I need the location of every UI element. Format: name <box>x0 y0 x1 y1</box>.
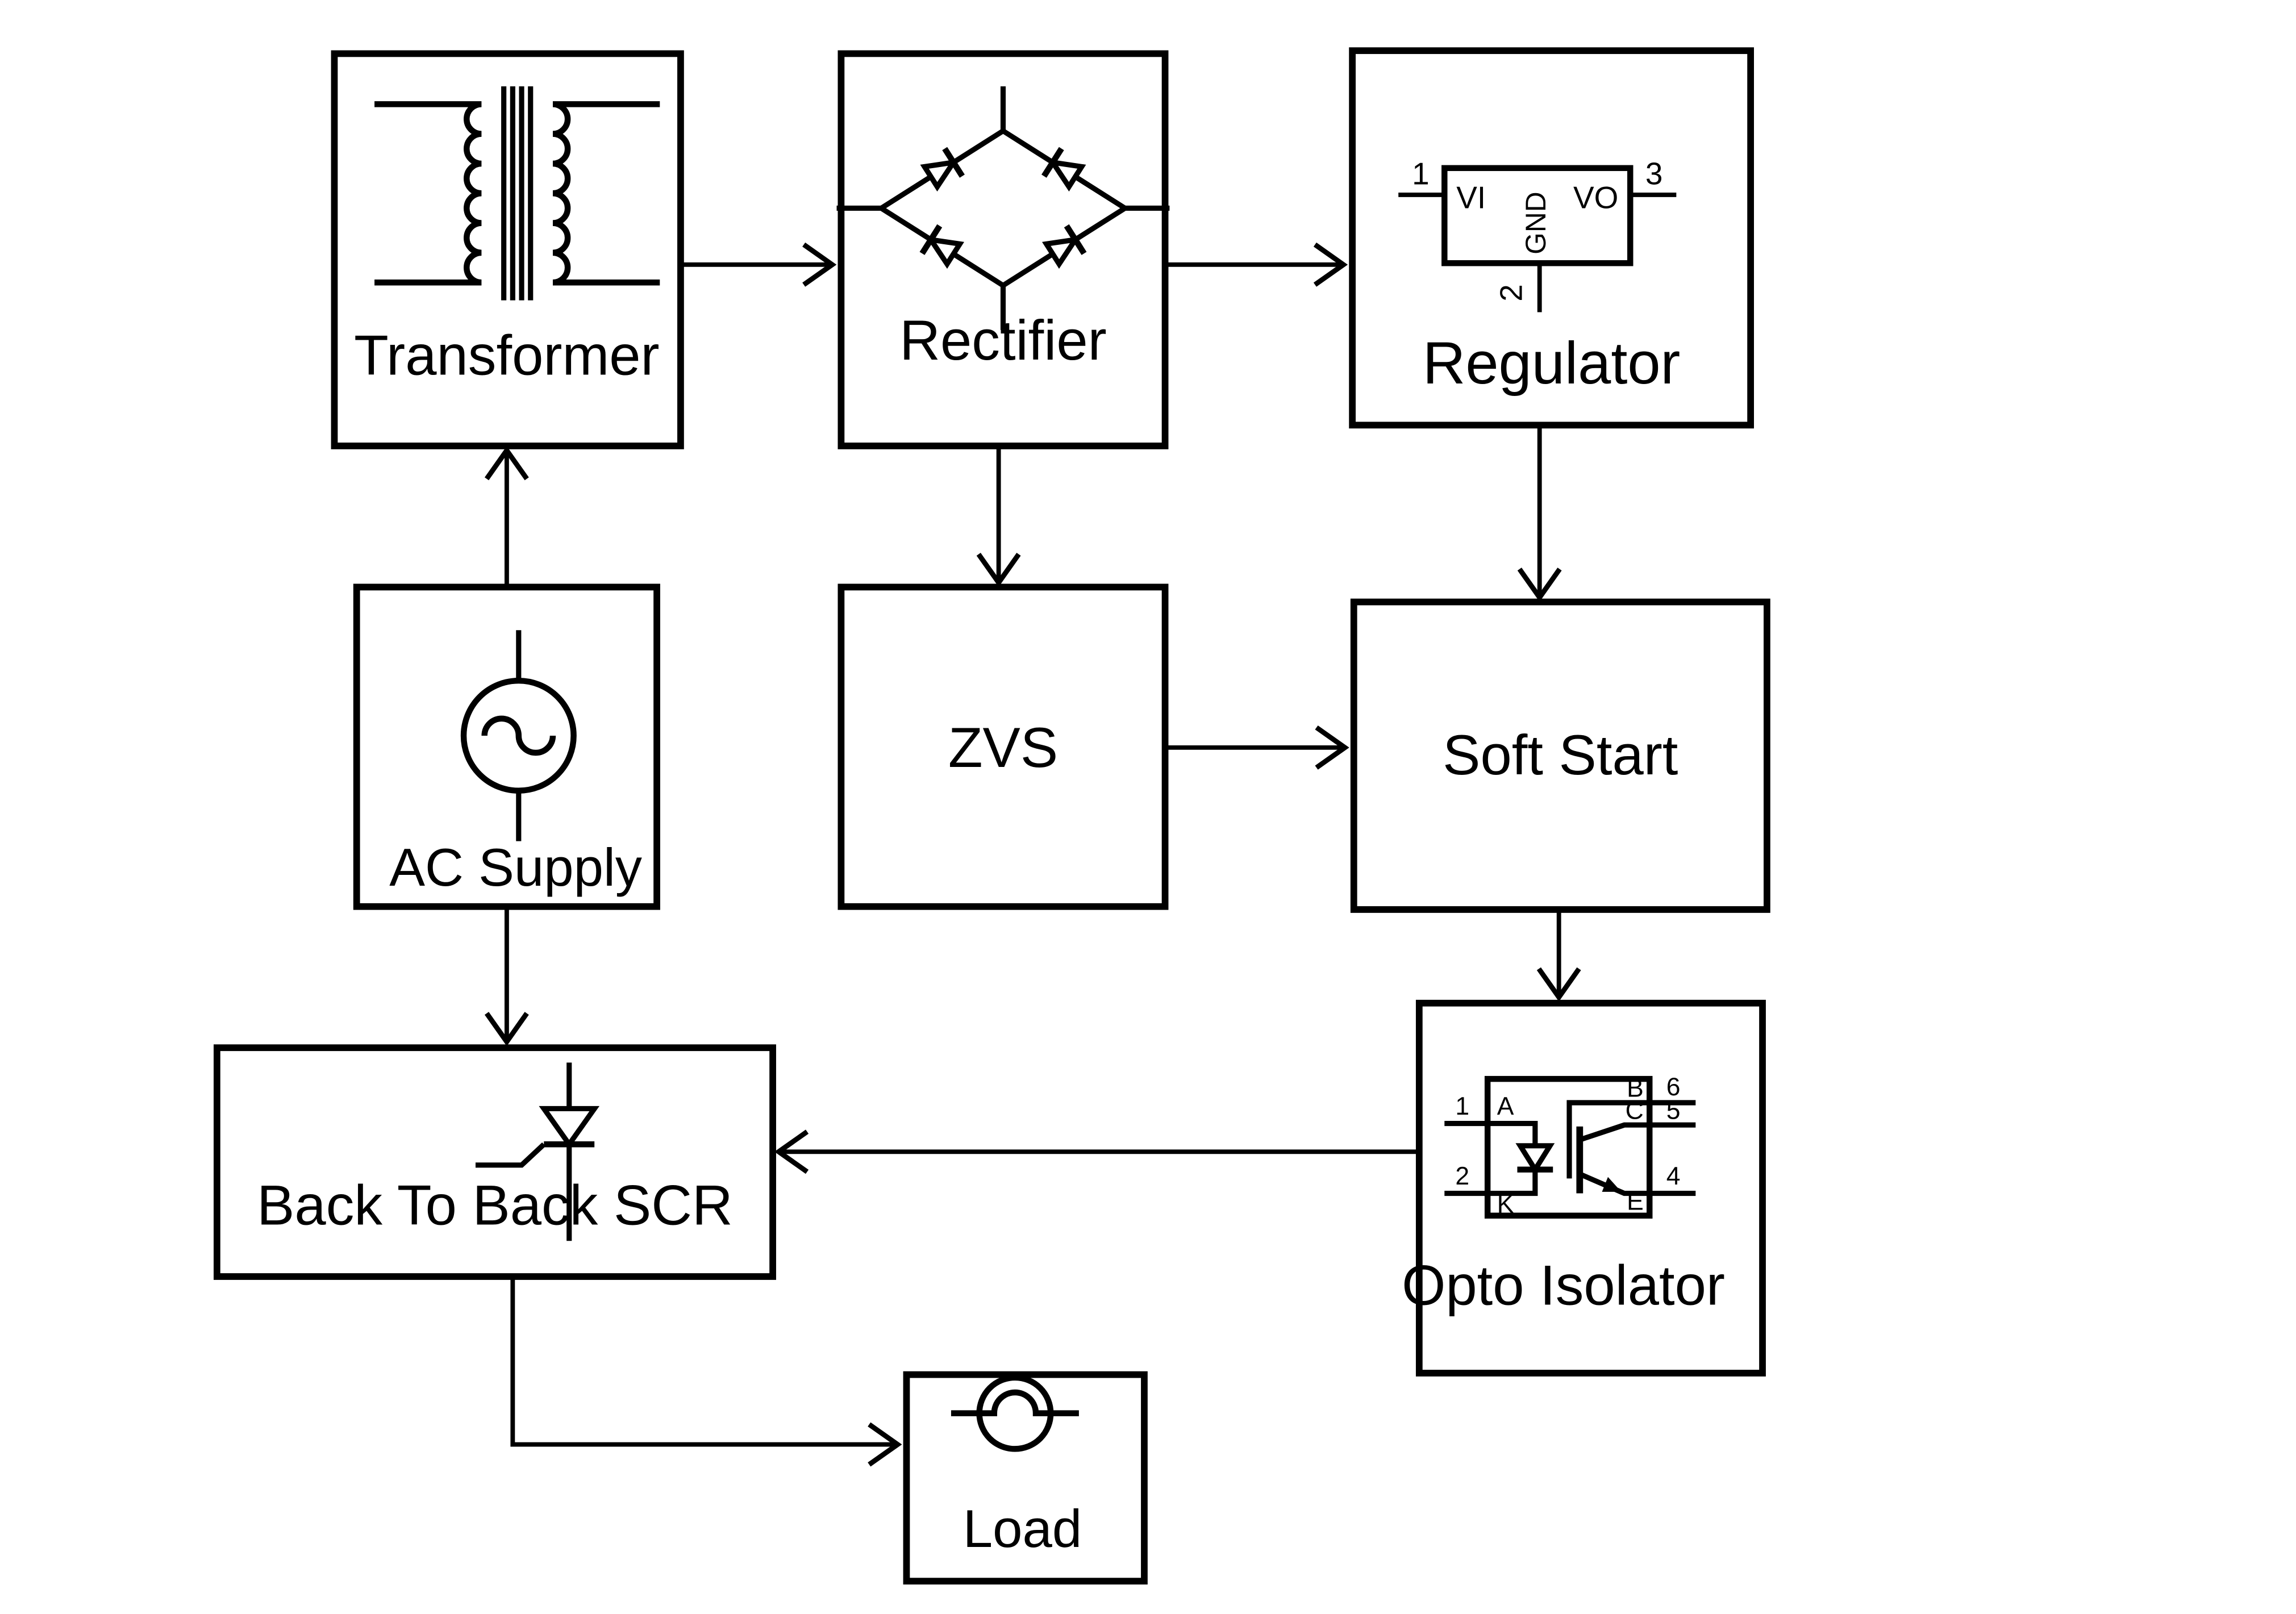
regulator-ic-icon: 1 3 2 VI VO GND <box>1398 156 1677 312</box>
opto-pin6-number: 6 <box>1666 1073 1681 1101</box>
load-block: Load <box>903 1371 1148 1585</box>
opto-cathode-label: K <box>1497 1191 1514 1219</box>
opto-anode-label: A <box>1497 1092 1514 1120</box>
opto-isolator-box <box>1415 999 1766 1377</box>
transformer-primary-coil <box>374 101 482 286</box>
opto-pin4-number: 4 <box>1666 1162 1681 1190</box>
zvs-block: ZVS <box>837 583 1169 910</box>
transformer-label: Transformer <box>354 324 659 387</box>
opto-base-label: B <box>1627 1075 1644 1103</box>
thyristor-triangle <box>539 1106 600 1149</box>
regulator-pin-leads <box>1398 192 1677 312</box>
rectifier-block: Rectifier <box>836 50 1170 449</box>
lamp-icon <box>951 1374 1079 1452</box>
opto-isolator-block: 1 2 A K B C E 6 5 4 Opto Isolator <box>1402 999 1766 1377</box>
back-to-back-scr-block: Back To Back SCR <box>213 1044 776 1280</box>
transformer-box <box>331 50 684 449</box>
ac-sine-wave <box>481 715 556 756</box>
bridge-diode-bottom-left <box>919 224 964 269</box>
opto-collector-label: C <box>1626 1097 1644 1125</box>
bridge-diode-top-right <box>1041 147 1086 192</box>
thyristor-gate-lead <box>475 1142 546 1168</box>
emitter-arrowhead <box>1602 1177 1622 1192</box>
ac-source-icon <box>460 630 577 841</box>
zvs-box <box>837 583 1169 910</box>
zvs-label: ZVS <box>948 716 1058 779</box>
lamp-wire-and-filament <box>951 1389 1079 1416</box>
phototransistor-emitter-lead <box>1578 1171 1696 1196</box>
thyristor-icon <box>475 1062 600 1241</box>
arrow-scr-to-load <box>510 1277 902 1467</box>
rectifier-label: Rectifier <box>899 309 1106 372</box>
regulator-pin3-number: 3 <box>1645 156 1663 191</box>
transformer-icon <box>374 86 660 301</box>
regulator-box <box>1349 47 1754 429</box>
transformer-block: Transformer <box>331 50 684 449</box>
bridge-terminal-stubs <box>836 86 1170 330</box>
bridge-diode-top-left <box>920 147 965 192</box>
regulator-label: Regulator <box>1423 330 1681 397</box>
regulator-block: 1 3 2 VI VO GND Regulator <box>1349 47 1754 429</box>
opto-isolator-label: Opto Isolator <box>1402 1254 1725 1317</box>
opto-pin1-number: 1 <box>1455 1092 1469 1120</box>
optocoupler-icon: 1 2 A K B C E 6 5 4 <box>1444 1073 1696 1219</box>
opto-pin2-number: 2 <box>1455 1162 1469 1190</box>
phototransistor-collector-lead <box>1578 1122 1696 1142</box>
led-triangle <box>1515 1143 1555 1175</box>
transformer-core-lines <box>501 86 534 301</box>
optocoupler-pin6-base-lead <box>1566 1100 1696 1179</box>
regulator-pin2-number: 2 <box>1493 284 1528 302</box>
soft-start-box <box>1350 598 1770 913</box>
optocoupler-pin2-lead <box>1444 1169 1538 1196</box>
bridge-diode-bottom-right <box>1041 224 1087 269</box>
back-to-back-scr-label: Back To Back SCR <box>257 1174 733 1237</box>
transformer-secondary-coil <box>552 101 660 286</box>
regulator-gnd-label: GND <box>1520 191 1552 254</box>
back-to-back-scr-box <box>213 1044 776 1280</box>
load-label: Load <box>963 1499 1082 1558</box>
connection-arrows <box>484 242 1581 1467</box>
regulator-vi-label: VI <box>1456 180 1486 215</box>
optocoupler-body <box>1484 1075 1653 1219</box>
soft-start-label: Soft Start <box>1443 724 1678 787</box>
opto-pin5-number: 5 <box>1666 1097 1681 1125</box>
ac-supply-block: AC Supply <box>353 583 660 910</box>
soft-start-block: Soft Start <box>1350 598 1770 913</box>
ac-supply-label: AC Supply <box>389 837 642 897</box>
regulator-pin1-number: 1 <box>1412 156 1430 191</box>
optocoupler-pin1-lead <box>1444 1121 1538 1146</box>
diode-bridge-icon <box>836 86 1170 330</box>
load-box <box>903 1371 1148 1585</box>
opto-emitter-label: E <box>1627 1187 1644 1215</box>
ac-supply-box <box>353 583 660 910</box>
regulator-vo-label: VO <box>1573 180 1618 215</box>
